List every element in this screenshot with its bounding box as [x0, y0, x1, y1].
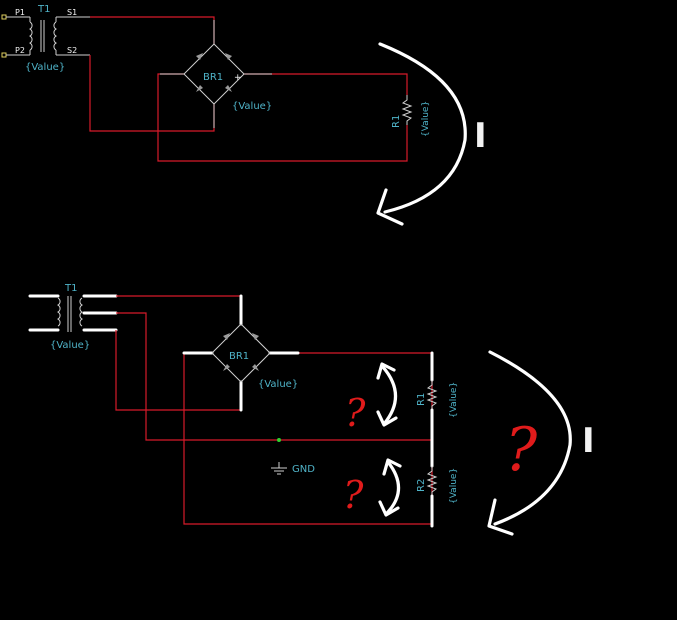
- ground-symbol[interactable]: [271, 462, 287, 475]
- r1-value-label: {Value}: [449, 382, 459, 418]
- double-arrow-r1: [376, 362, 398, 427]
- t1-s1-label: S1: [67, 8, 77, 17]
- t1-s2-label: S2: [67, 46, 77, 55]
- transformer-t1-top[interactable]: [28, 20, 58, 52]
- r1-zigzag: [426, 380, 438, 410]
- wire-s2-to-bridge[interactable]: [89, 55, 215, 132]
- t1-p1-label: P1: [15, 8, 25, 17]
- wire-bridge-minus-to-r1[interactable]: [157, 73, 408, 162]
- bridge-rectifier-br1-bottom[interactable]: [182, 294, 300, 412]
- secondary-coil: [53, 21, 58, 51]
- br1-ref-label: BR1: [203, 72, 223, 83]
- diode-3: [196, 85, 203, 92]
- diode-3: [223, 364, 230, 371]
- current-arrowhead-top: [376, 188, 404, 226]
- wire-center-tap-to-junction[interactable]: [116, 312, 432, 441]
- diode-1: [225, 53, 232, 60]
- primary-coil: [28, 21, 33, 51]
- transformer-t1-bottom[interactable]: [56, 296, 84, 332]
- t1-ref-label: T1: [64, 283, 77, 294]
- junction-dot: [277, 438, 281, 442]
- top-circuit: P1 P2 T1 S1 S2 {Value} BR1 + {Value}: [1, 4, 487, 226]
- bottom-circuit: T1 {Value} BR1 {Value}: [28, 283, 595, 536]
- r1-value-label: {Value}: [421, 101, 431, 137]
- current-arc-bottom: [488, 350, 572, 526]
- pin-p2-marker[interactable]: [1, 52, 7, 58]
- diode-2: [225, 85, 232, 92]
- current-arc-top: [378, 42, 467, 214]
- wire-bridge-minus-to-r2[interactable]: [183, 353, 432, 525]
- r1-zigzag: [401, 95, 413, 125]
- t1-value-label: {Value}: [50, 340, 90, 351]
- br1-ref-label: BR1: [229, 351, 249, 362]
- current-arrowhead-bottom: [487, 498, 514, 536]
- diode-4: [223, 333, 230, 340]
- diode-4: [196, 53, 203, 60]
- primary-coil: [56, 297, 61, 327]
- br1-plus-label: +: [234, 73, 242, 83]
- pin-p1-marker[interactable]: [1, 14, 7, 20]
- r2-ref-label: R2: [416, 479, 427, 492]
- diode-1: [252, 333, 259, 340]
- t1-ref-label: T1: [37, 4, 50, 15]
- r1-ref-label: R1: [416, 393, 427, 406]
- resistor-r1-bottom[interactable]: [426, 380, 438, 410]
- question-mark-r2: ?: [343, 473, 364, 517]
- secondary-coil: [79, 297, 84, 327]
- question-mark-r1: ?: [345, 391, 366, 435]
- double-arrow-r2: [378, 458, 402, 517]
- diode-2: [252, 364, 259, 371]
- r2-value-label: {Value}: [449, 468, 459, 504]
- gnd-label: GND: [292, 464, 315, 475]
- r2-zigzag: [426, 466, 438, 496]
- resistor-r1-top[interactable]: [401, 95, 413, 125]
- resistor-r2-bottom[interactable]: [426, 466, 438, 496]
- wire-s1-to-bridge[interactable]: [90, 16, 215, 44]
- current-label-bottom: I: [582, 421, 595, 461]
- question-mark-big: ?: [505, 415, 538, 485]
- wire-s2-to-bridge[interactable]: [115, 330, 241, 411]
- wire-bridge-plus-to-r1[interactable]: [244, 73, 408, 95]
- current-label-top: I: [474, 116, 487, 156]
- t1-value-label: {Value}: [25, 62, 65, 73]
- bridge-rectifier-br1-top[interactable]: [160, 20, 272, 128]
- br1-value-label: {Value}: [232, 101, 272, 112]
- br1-value-label: {Value}: [258, 379, 298, 390]
- t1-p2-label: P2: [15, 46, 25, 55]
- r1-ref-label: R1: [391, 115, 402, 128]
